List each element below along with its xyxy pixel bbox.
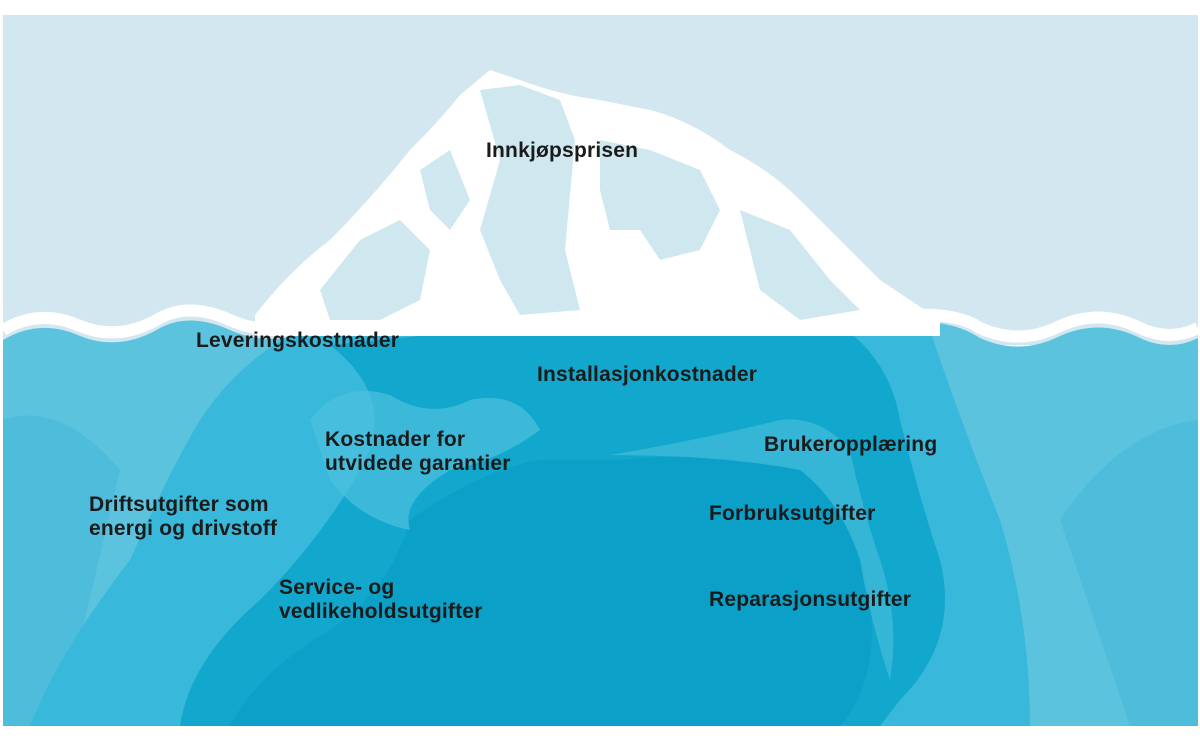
label-service-line1: Service- og bbox=[279, 576, 483, 600]
label-brukeropplaering: Brukeropplæring bbox=[764, 433, 937, 457]
label-kostnader-garantier: Kostnader for utvidede garantier bbox=[325, 428, 511, 476]
label-installasjonkostnader: Installasjonkostnader bbox=[537, 363, 757, 387]
label-service-line2: vedlikeholdsutgifter bbox=[279, 600, 483, 624]
label-leveringskostnader: Leveringskostnader bbox=[196, 329, 399, 353]
label-driftsutgifter: Driftsutgifter som energi og drivstoff bbox=[89, 493, 277, 541]
label-forbruksutgifter: Forbruksutgifter bbox=[709, 502, 876, 526]
label-kostnader-garantier-line2: utvidede garantier bbox=[325, 452, 511, 476]
label-service-vedlikehold: Service- og vedlikeholdsutgifter bbox=[279, 576, 483, 624]
label-kostnader-garantier-line1: Kostnader for bbox=[325, 428, 511, 452]
label-driftsutgifter-line2: energi og drivstoff bbox=[89, 517, 277, 541]
label-driftsutgifter-line1: Driftsutgifter som bbox=[89, 493, 277, 517]
label-innkjopsprisen: Innkjøpsprisen bbox=[486, 139, 638, 163]
label-reparasjonsutgifter: Reparasjonsutgifter bbox=[709, 588, 911, 612]
